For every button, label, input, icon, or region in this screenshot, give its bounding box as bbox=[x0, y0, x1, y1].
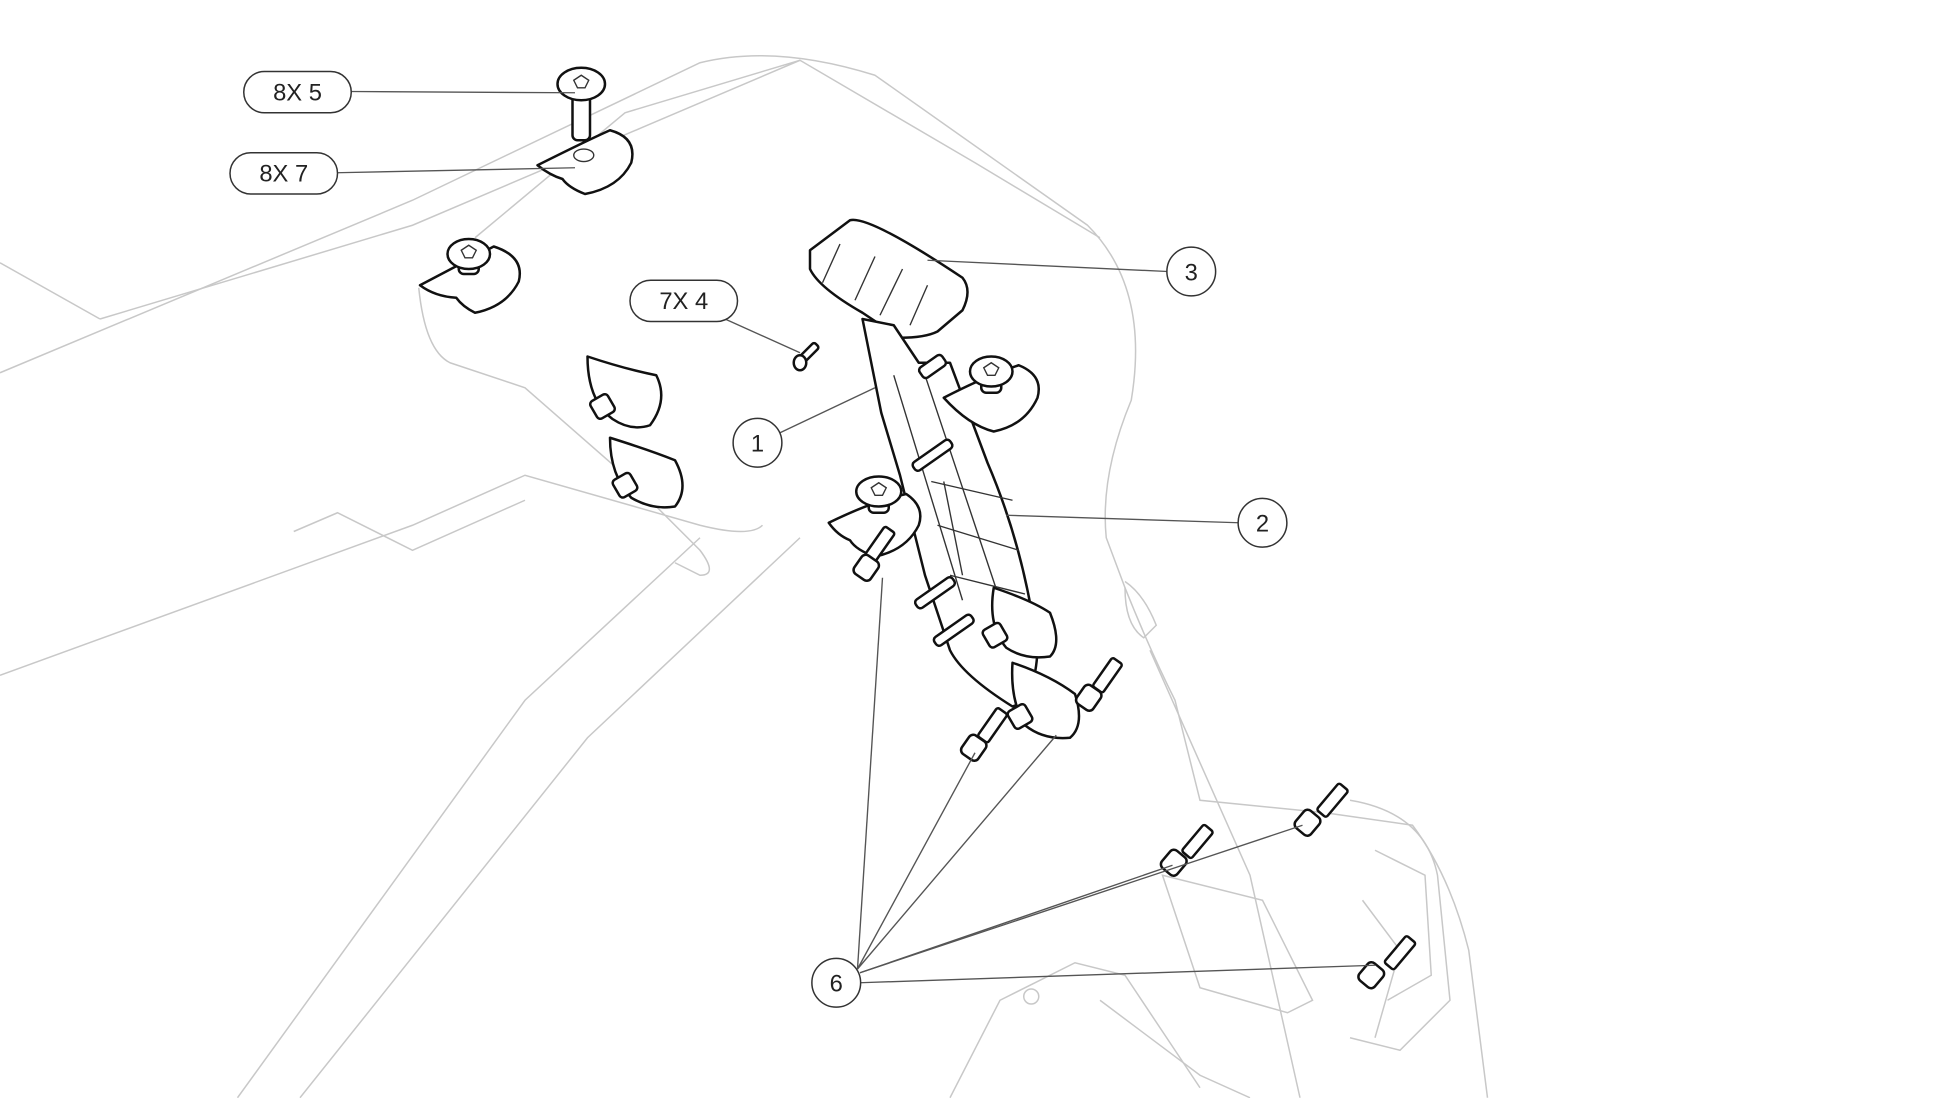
callout-item-2[interactable]: 2 bbox=[1237, 497, 1288, 548]
cap-screw-1 bbox=[852, 525, 896, 582]
callout-qty-8x7[interactable]: 8X 7 bbox=[229, 152, 339, 195]
callout-item-3-label: 3 bbox=[1185, 259, 1198, 286]
callout-item-6[interactable]: 6 bbox=[811, 957, 862, 1008]
washer-screw-left bbox=[418, 237, 521, 314]
cap-screw-4 bbox=[1159, 823, 1214, 878]
callout-qty-7x4[interactable]: 7X 4 bbox=[629, 279, 739, 323]
clip-left-upper bbox=[586, 355, 663, 429]
washer-8x7-top bbox=[536, 129, 634, 196]
screw-7x4 bbox=[792, 341, 820, 372]
callout-qty-8x5-label: 8X 5 bbox=[273, 79, 322, 106]
pedal-cap-item-3 bbox=[808, 218, 969, 339]
cap-screw-6 bbox=[1357, 935, 1417, 990]
clip-right-middle bbox=[981, 586, 1058, 659]
washer-screw-right-upper bbox=[942, 355, 1040, 433]
callout-item-1-label: 1 bbox=[751, 431, 764, 458]
callout-item-6-label: 6 bbox=[830, 971, 843, 998]
callout-qty-7x4-label: 7X 4 bbox=[659, 288, 708, 315]
washer-screw-left-middle bbox=[827, 475, 922, 558]
callout-qty-8x7-label: 8X 7 bbox=[259, 161, 308, 188]
background-housing bbox=[0, 54, 1489, 1098]
leader-lines bbox=[336, 90, 1376, 984]
callout-item-3[interactable]: 3 bbox=[1166, 246, 1217, 297]
callout-item-1[interactable]: 1 bbox=[732, 417, 783, 468]
clip-left-lower bbox=[608, 436, 684, 509]
callout-qty-8x5[interactable]: 8X 5 bbox=[243, 70, 352, 114]
cap-screw-3 bbox=[1074, 657, 1123, 712]
screw-8x5-top bbox=[556, 66, 607, 142]
cap-screw-5 bbox=[1293, 782, 1349, 838]
cap-screw-2 bbox=[959, 707, 1008, 762]
callout-item-2-label: 2 bbox=[1256, 511, 1269, 538]
clip-right-lower bbox=[1006, 661, 1081, 740]
